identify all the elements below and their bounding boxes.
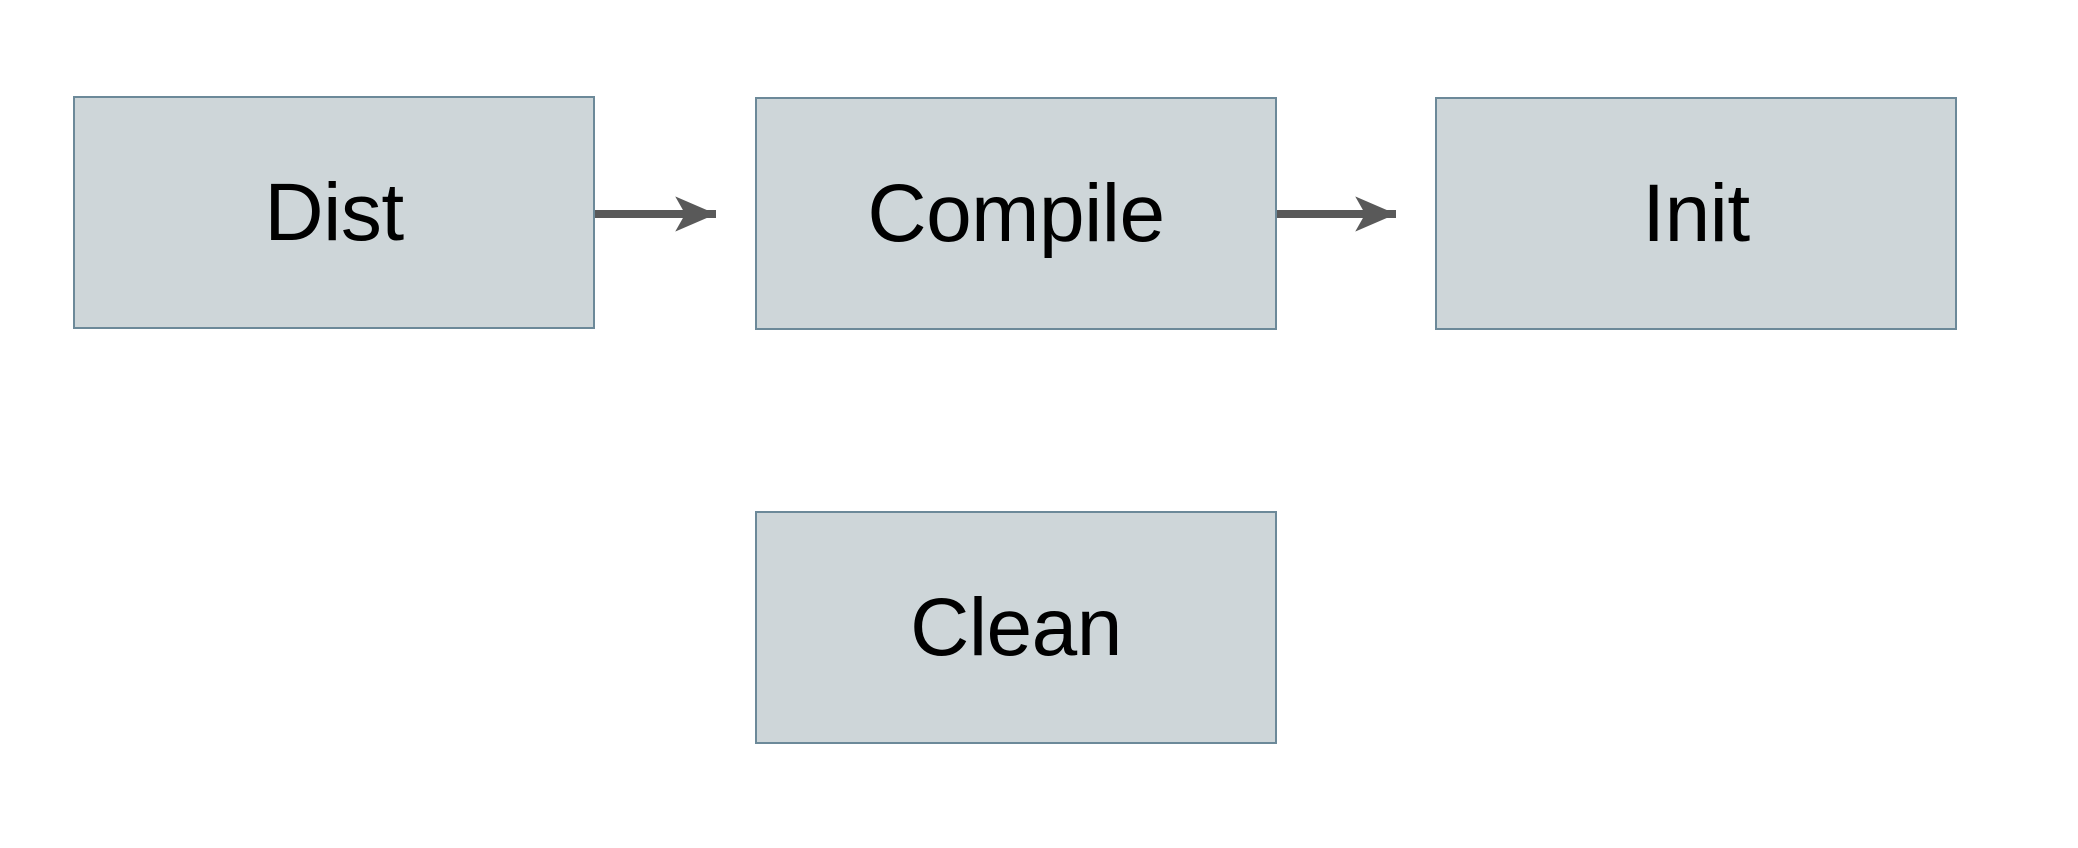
node-compile[interactable]: Compile	[755, 97, 1277, 330]
node-clean[interactable]: Clean	[755, 511, 1277, 744]
edge-compile-to-init[interactable]	[1277, 196, 1435, 232]
node-clean-label: Clean	[910, 581, 1122, 673]
node-dist[interactable]: Dist	[73, 96, 595, 329]
node-init-label: Init	[1642, 167, 1750, 259]
edge-dist-to-compile[interactable]	[594, 196, 755, 232]
node-dist-label: Dist	[264, 166, 404, 258]
node-compile-label: Compile	[867, 167, 1165, 259]
node-init[interactable]: Init	[1435, 97, 1957, 330]
